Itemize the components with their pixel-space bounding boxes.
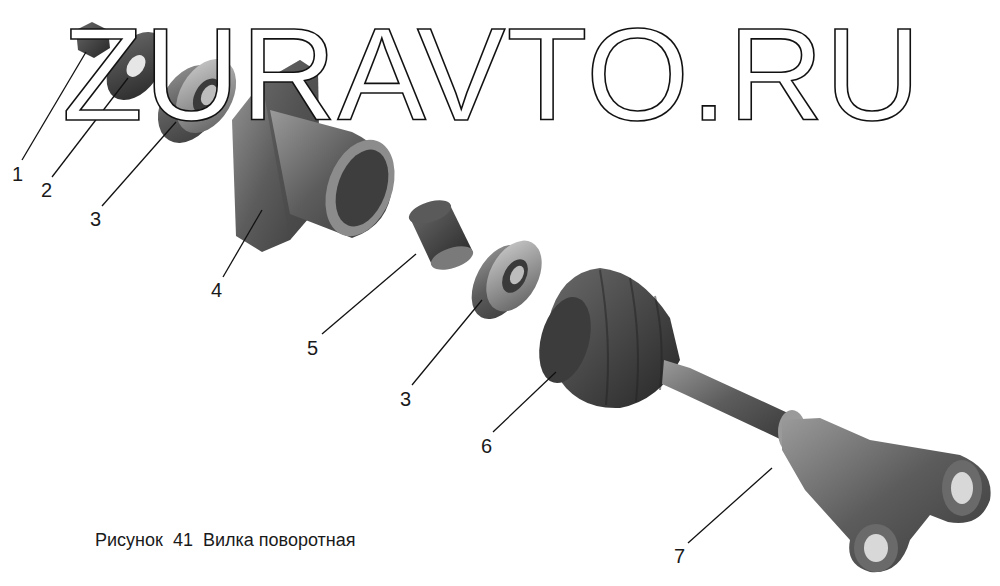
callout-number: 2 xyxy=(41,180,52,200)
callout-number: 6 xyxy=(481,436,492,456)
callout-number: 5 xyxy=(307,338,318,358)
callout-number: 3 xyxy=(90,209,101,229)
spacer-sleeve xyxy=(406,196,476,275)
steering-fork xyxy=(778,410,991,572)
cv-joint-boot xyxy=(530,268,790,440)
callout-number: 4 xyxy=(211,280,222,300)
watermark: ZURAVTO.RU xyxy=(62,8,922,141)
callout-number: 1 xyxy=(12,164,23,184)
callout-number: 3 xyxy=(400,389,411,409)
bearing xyxy=(460,231,553,328)
callout-number: 7 xyxy=(674,546,685,566)
figure-caption: Рисунок 41 Вилка поворотная xyxy=(95,531,355,549)
